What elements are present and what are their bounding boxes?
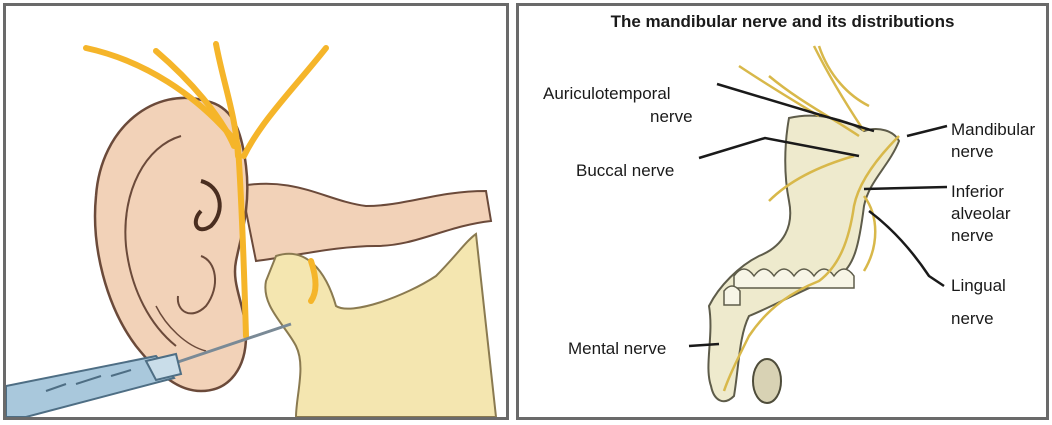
label-mandibular-line2: nerve <box>951 142 994 162</box>
ear-injection-panel <box>3 3 509 420</box>
label-auriculotemporal-line2: nerve <box>650 107 693 127</box>
label-inferior-alveolar-line1: Inferior <box>951 182 1004 202</box>
label-lingual-line2: nerve <box>951 309 994 329</box>
ear-illustration <box>6 6 506 417</box>
label-inferior-alveolar-line2: alveolar <box>951 204 1011 224</box>
label-mental-nerve: Mental nerve <box>568 339 666 359</box>
label-auriculotemporal-line1: Auriculotemporal <box>543 84 671 104</box>
label-buccal-nerve: Buccal nerve <box>576 161 674 181</box>
mandibular-nerve-panel: The mandibular nerve and its distributio… <box>516 3 1049 420</box>
label-mandibular-line1: Mandibular <box>951 120 1035 140</box>
label-lingual-line1: Lingual <box>951 276 1006 296</box>
jaw-bone-icon <box>265 234 496 417</box>
label-inferior-alveolar-line3: nerve <box>951 226 994 246</box>
ear-canal-icon <box>241 184 491 261</box>
